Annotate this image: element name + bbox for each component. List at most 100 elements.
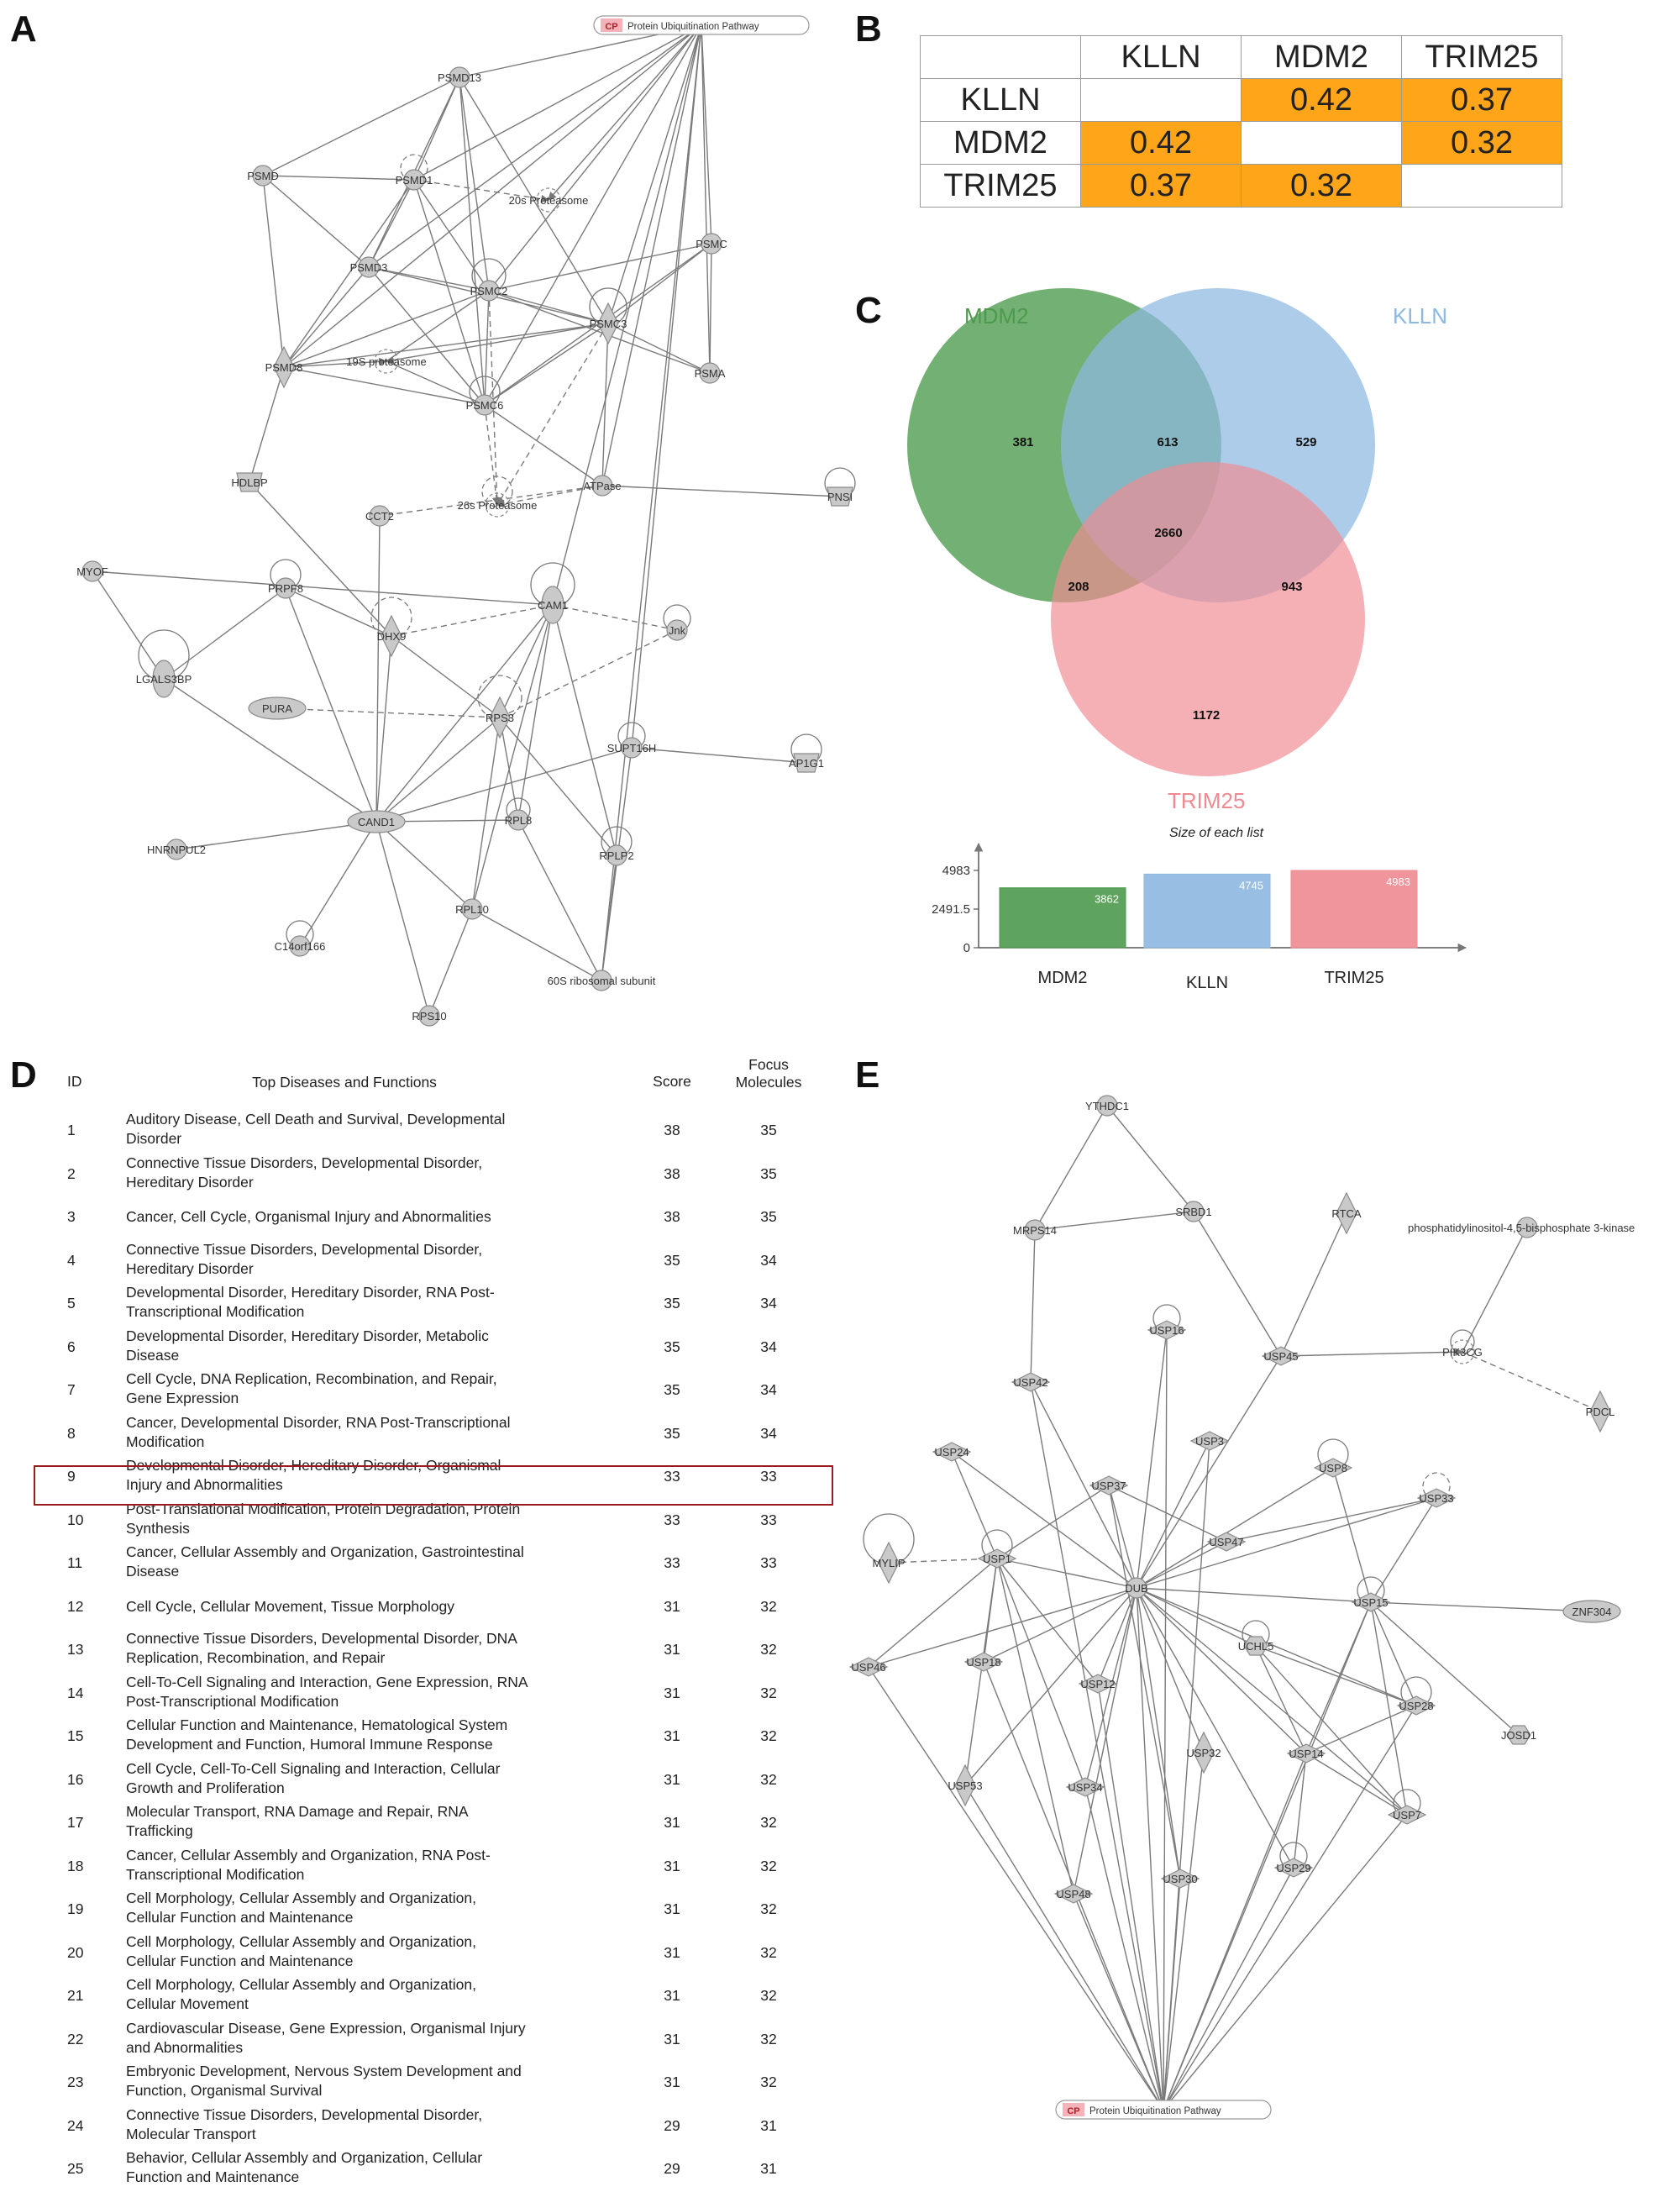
header-score: Score [653,1073,691,1090]
row-id: 21 [67,1987,84,2004]
network-node-label: PSMD3 [350,261,388,274]
venn-count-klln-only: 529 [1295,435,1316,449]
row-desc-line1: Cell Cycle, Cell-To-Cell Signaling and I… [126,1759,501,1777]
row-focus-molecules: 32 [760,1987,777,2004]
disease-table: ID Top Diseases and Functions Score Focu… [50,1054,823,2192]
row-diseases-functions: Developmental Disorder, Hereditary Disor… [126,1327,664,1365]
network-node-shape [81,560,103,582]
network-node-label: USP15 [1353,1596,1388,1609]
network-node: PSMD13 [438,66,481,88]
network-node-shape [699,362,721,384]
row-diseases-functions: Cell Cycle, DNA Replication, Recombinati… [126,1369,664,1408]
header-diseases: Top Diseases and Functions [252,1074,437,1091]
network-node: USP33 [1416,1488,1457,1508]
network-node: DUB [1125,1577,1148,1599]
network-edge [249,366,286,483]
row-id: 6 [67,1338,76,1355]
bar-category-label: KLLN [1186,974,1228,992]
highlighted-row-box [34,1465,833,1506]
network-node-shape [1011,1372,1051,1392]
row-desc-line1: Developmental Disorder, Hereditary Disor… [126,1284,495,1301]
network-node-shape [374,349,399,374]
corr-cell [1241,121,1402,165]
network-edge [996,1485,1110,1559]
network-node-label: PSMD13 [438,71,481,84]
self-loop-edge [481,476,513,507]
network-edge [375,635,396,823]
venn-label-mdm2: MDM2 [964,303,1029,329]
network-node-shape [275,577,297,599]
network-node-shape [1351,1592,1391,1612]
venn-count-all-three: 2660 [1154,526,1182,540]
bar-y-tick-label: 0 [963,941,970,955]
network-node: USP28 [1396,1695,1436,1716]
network-node-shape [1273,1858,1314,1878]
row-score: 31 [664,1943,680,1961]
network-node: RPL8 [505,809,533,831]
network-node-label: USP53 [948,1779,982,1792]
network-node-label: 20s Proteasome [509,194,589,207]
corr-cell [1401,164,1562,208]
network-edge [391,602,554,637]
network-node-label: RPL8 [505,814,533,827]
network-node: UCHL5 [1238,1636,1273,1656]
row-id: 22 [67,2030,84,2047]
network-node-label: MRPS14 [1013,1224,1057,1237]
network-node-label: USP7 [1393,1809,1421,1821]
network-edge [386,360,486,406]
row-desc-line1: Cell Morphology, Cellular Assembly and O… [126,1932,476,1950]
network-node: USP15 [1351,1592,1391,1612]
row-desc-line2: Disease [126,1346,180,1364]
network-edge [868,1558,998,1668]
network-node-label: USP34 [1068,1781,1102,1794]
corr-cell: 0.42 [1080,121,1242,165]
network-node-label: PDCL [1586,1406,1615,1418]
network-edge [1163,1440,1210,2111]
row-desc-line1: Connective Tissue Disorders, Development… [126,1240,483,1258]
row-diseases-functions: Cell Cycle, Cell-To-Cell Signaling and I… [126,1759,664,1798]
network-node-shape [701,233,722,255]
network-node-label: SUPT16H [607,742,657,754]
self-loop-edge [1317,1438,1349,1470]
network-node: USP12 [1078,1674,1118,1694]
network-edge [372,515,381,823]
network-node: PSMA [695,362,726,384]
row-desc-line1: Connective Tissue Disorders, Development… [126,1154,483,1171]
row-desc-line2: Transcriptional Modification [126,1303,305,1320]
row-focus-molecules: 34 [760,1338,777,1355]
row-desc-line1: Molecular Transport, RNA Damage and Repa… [126,1803,469,1820]
corr-cell: 0.32 [1401,121,1562,165]
network-node-label: C14orf166 [275,940,326,953]
corr-row-header: KLLN [920,78,1081,122]
network-edge [262,175,287,368]
network-node-label: PURA [262,702,292,715]
network-edge [283,366,486,408]
network-edge [459,76,489,406]
network-node-label: LGALS3BP [136,673,192,686]
row-score: 33 [664,1511,680,1528]
network-edge [484,323,609,406]
network-edge [488,24,702,292]
venn-label-trim25: TRIM25 [1168,788,1245,813]
network-node: PSMD3 [350,256,388,278]
network-edge [284,587,377,823]
network-edge [980,1558,998,1663]
network-node-label: USP48 [1056,1888,1090,1900]
network-node-label: PIK3CG [1442,1346,1483,1359]
network-edge [1280,1212,1347,1357]
network-node: LGALS3BP [136,660,192,698]
network-node-label: CAND1 [358,816,395,828]
network-node-shape [1160,1869,1200,1889]
self-loop-edge [286,920,314,949]
row-focus-molecules: 35 [760,1122,777,1138]
header-focus: Focus Molecules [722,1056,815,1091]
network-edge [1163,1752,1205,2111]
network-node-label: PNSI [827,491,853,503]
row-id: 2 [67,1164,76,1182]
network-node: CAND1 [347,810,406,833]
